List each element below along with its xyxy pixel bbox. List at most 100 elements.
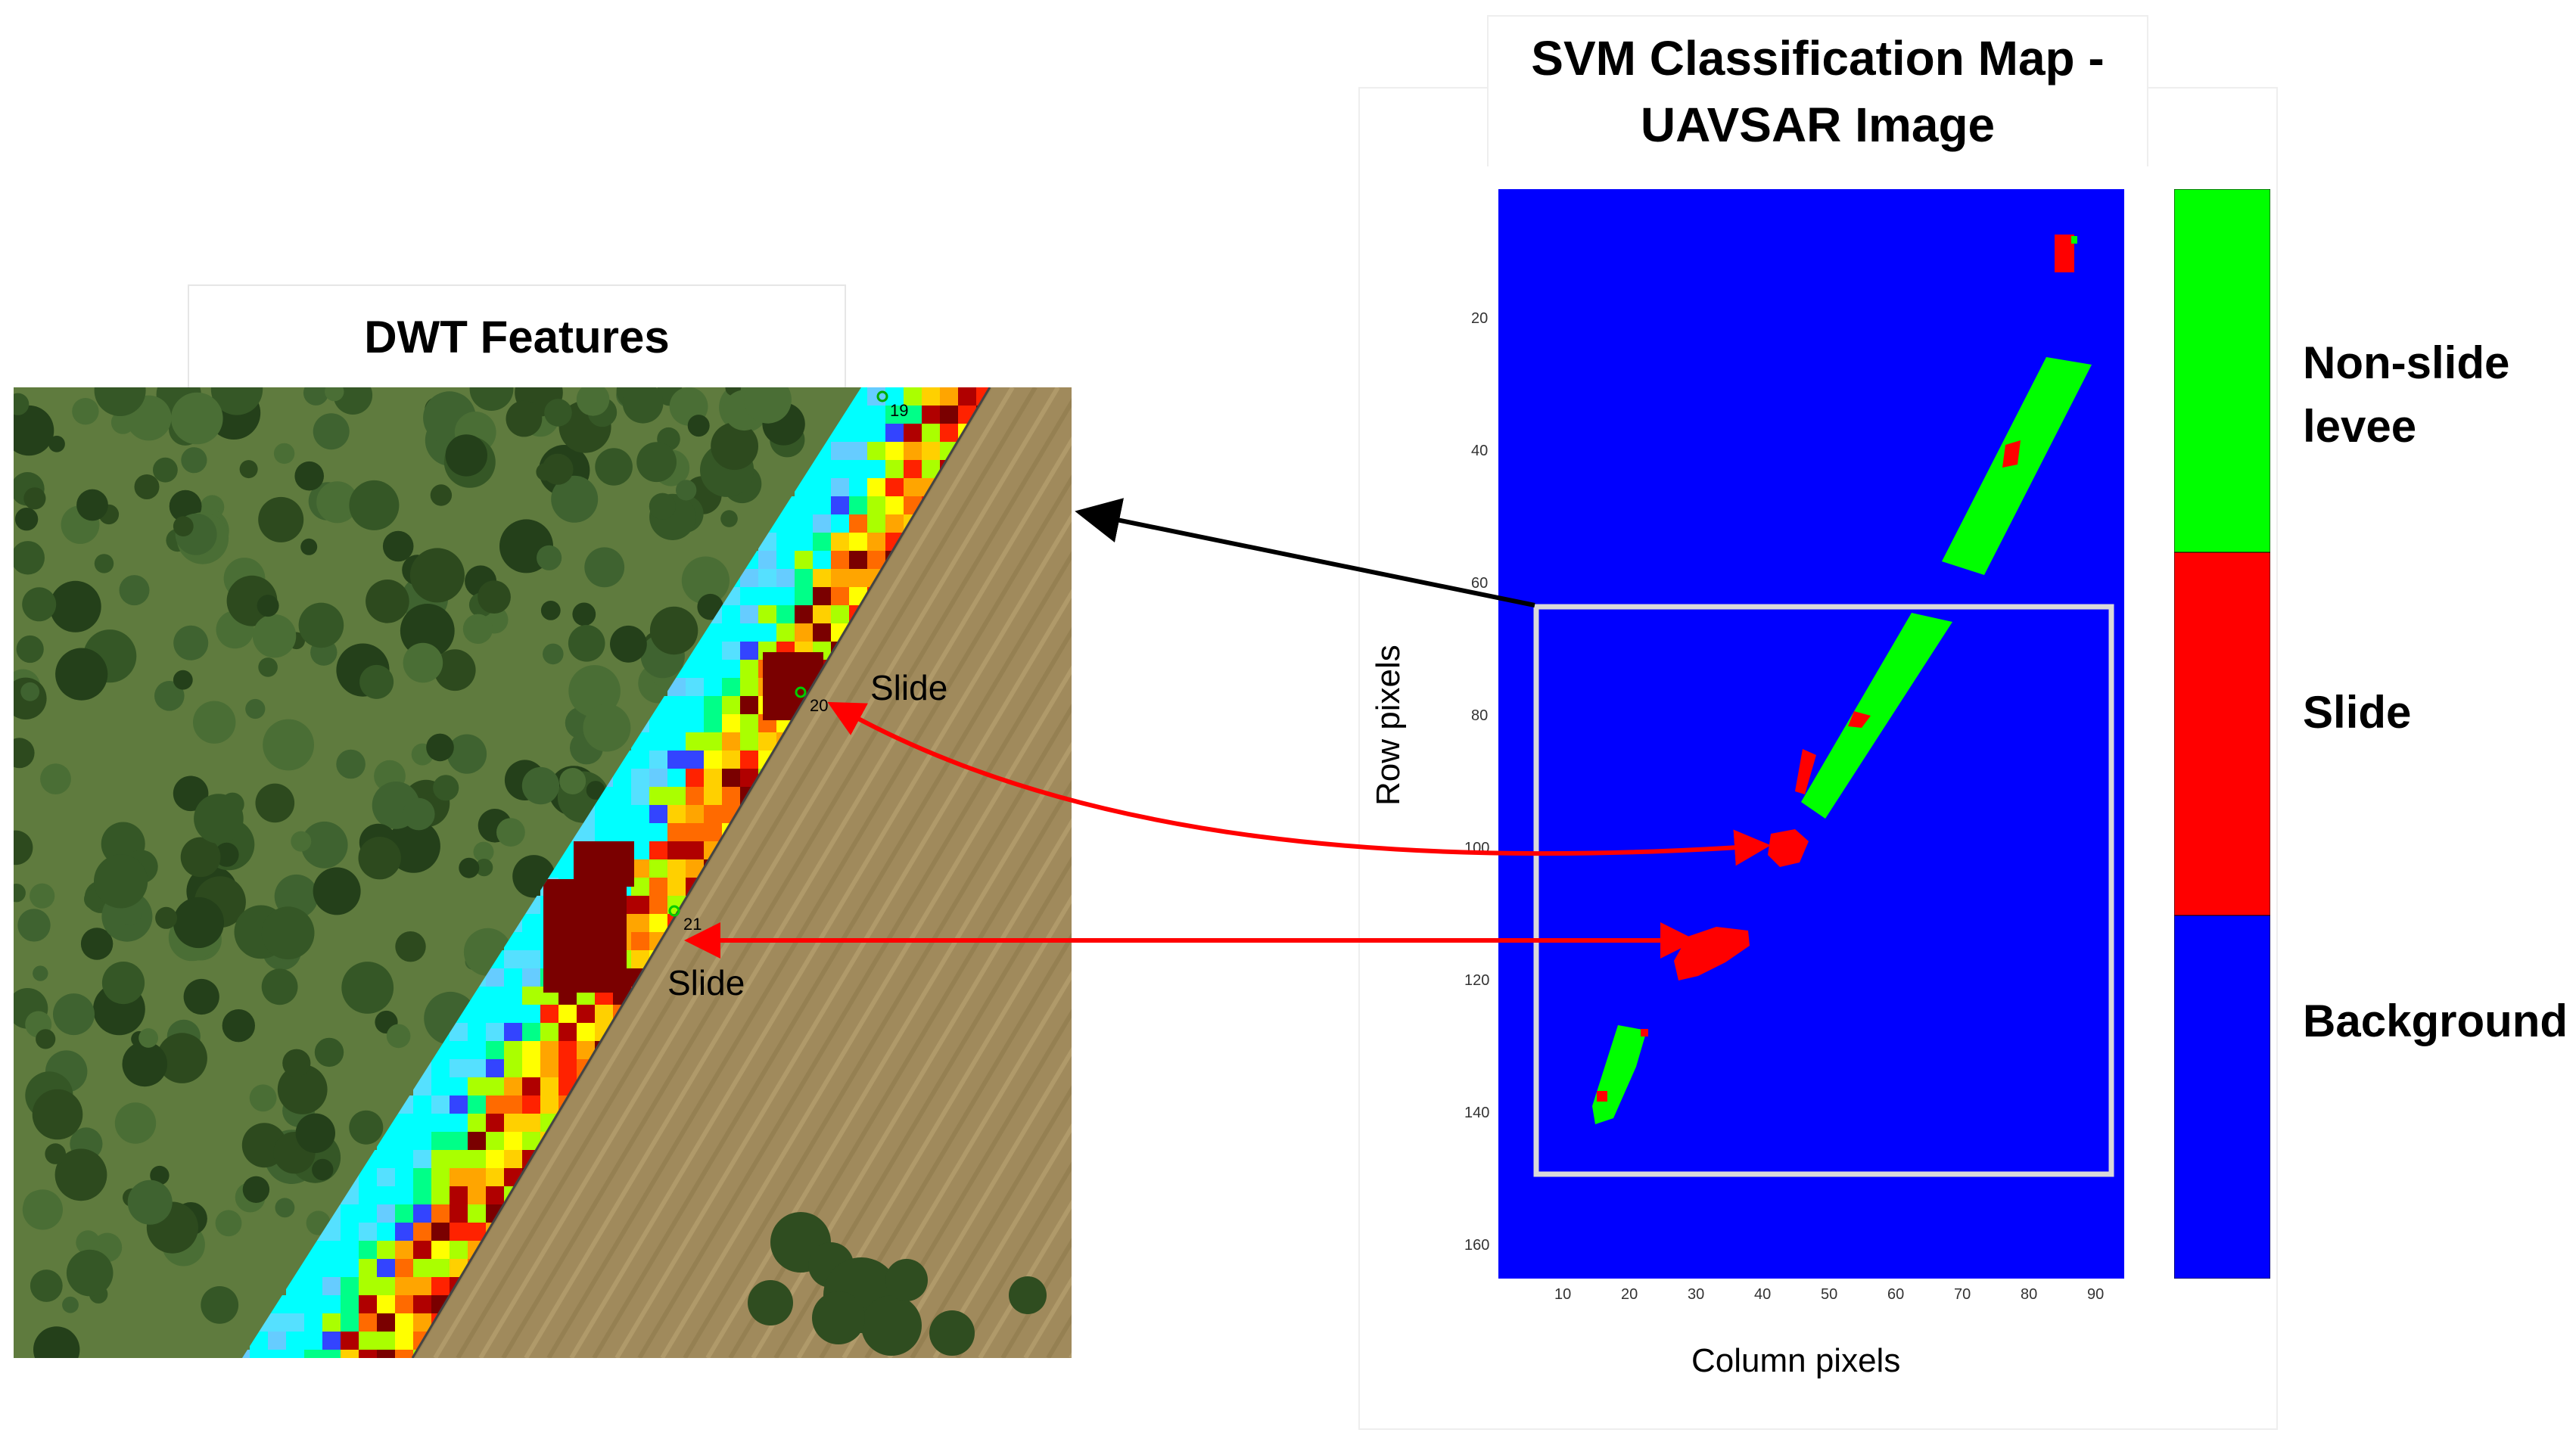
tree [544,399,572,427]
dwt-cell [613,823,631,841]
tree [45,1143,66,1164]
dwt-cell [413,1259,431,1277]
y-tick: 20 [1471,310,1489,327]
dwt-cell [904,406,922,424]
dwt-cell [377,1313,395,1332]
tree [521,766,560,805]
tree [469,387,514,411]
tree [55,648,108,701]
dwt-cell [395,1114,413,1132]
dwt-cell [468,1023,486,1041]
dwt-cell [904,387,922,406]
dwt-cell [431,1204,450,1223]
dwt-cell [776,623,795,642]
dwt-cell [413,1114,431,1132]
dwt-cell [831,605,849,623]
dwt-cell [831,442,849,460]
tree [30,1270,63,1302]
tree [475,859,493,877]
levee-edge-line [411,387,991,1358]
field-stripe [842,970,1072,1358]
tree [14,830,33,866]
dwt-cell [813,551,831,569]
tree [173,897,224,949]
dwt-cell [631,787,649,805]
tree [114,1102,157,1144]
dwt-cell [304,1313,322,1332]
dwt-cell [922,424,940,442]
dwt-cell [468,1168,486,1186]
tree [300,821,348,869]
dwt-cell [849,424,867,442]
dwt-cell [885,424,904,442]
tree [14,541,45,575]
dwt-cell [468,1059,486,1077]
dwt-cell [922,406,940,424]
dwt-cell [558,1041,577,1059]
dwt-cell [395,1259,413,1277]
tree [583,704,631,752]
dwt-cell [813,533,831,551]
tree [649,493,677,520]
dwt-cell [450,1041,468,1059]
tree [22,587,57,622]
dwt-cell [631,823,649,841]
dwt-cell [922,442,940,460]
tree [473,841,494,862]
dwt-cell [776,569,795,587]
tree [459,857,480,878]
y-tick: 120 [1464,972,1490,989]
dwt-cell [413,1313,431,1332]
tree [744,387,792,424]
tree [252,614,297,658]
dwt-cell [486,1005,504,1023]
tree [171,392,223,445]
tree [16,635,44,664]
dwt-cell [740,678,758,696]
dwt-cell [940,387,958,406]
dwt-cell [686,823,704,841]
tree [261,906,315,960]
dwt-cell [450,1223,468,1241]
dwt-cell [395,1241,413,1259]
dwt-cell [831,569,849,587]
dwt-cell [649,751,667,769]
dwt-slide-cluster [574,841,634,887]
dwt-cell [522,968,540,987]
x-tick: 80 [2021,1286,2038,1303]
dwt-cell [631,896,649,914]
tree [101,962,145,1005]
dwt-cell [540,1041,558,1059]
tree [537,545,562,570]
dwt-cell [450,1059,468,1077]
dwt-cell [413,1168,431,1186]
dwt-cell [468,1077,486,1095]
tree [676,480,697,501]
dwt-cell [486,1150,504,1168]
tree [157,1033,207,1083]
tree [720,510,738,527]
background-class-area [1498,189,2124,1279]
field-tree [812,1291,865,1344]
dwt-cell [885,478,904,496]
dwt-cell [740,732,758,751]
dwt-cell [649,805,667,823]
dwt-cell [450,1077,468,1095]
dwt-cell [831,551,849,569]
tree [173,625,209,660]
dwt-cell [377,1186,395,1204]
selection-rectangle [1533,604,2114,1177]
tree [273,443,295,465]
dwt-cell [758,623,776,642]
tree [94,387,146,416]
dwt-cell [795,569,813,587]
dwt-cell [395,1332,413,1350]
dwt-cell [758,569,776,587]
dwt-cell [341,1313,359,1332]
dwt-cell [504,950,522,968]
dwt-cell [540,1059,558,1077]
dwt-cell [795,533,813,551]
dwt-cell [686,751,704,769]
dwt-cell [885,514,904,533]
dwt-cell [304,1332,322,1350]
